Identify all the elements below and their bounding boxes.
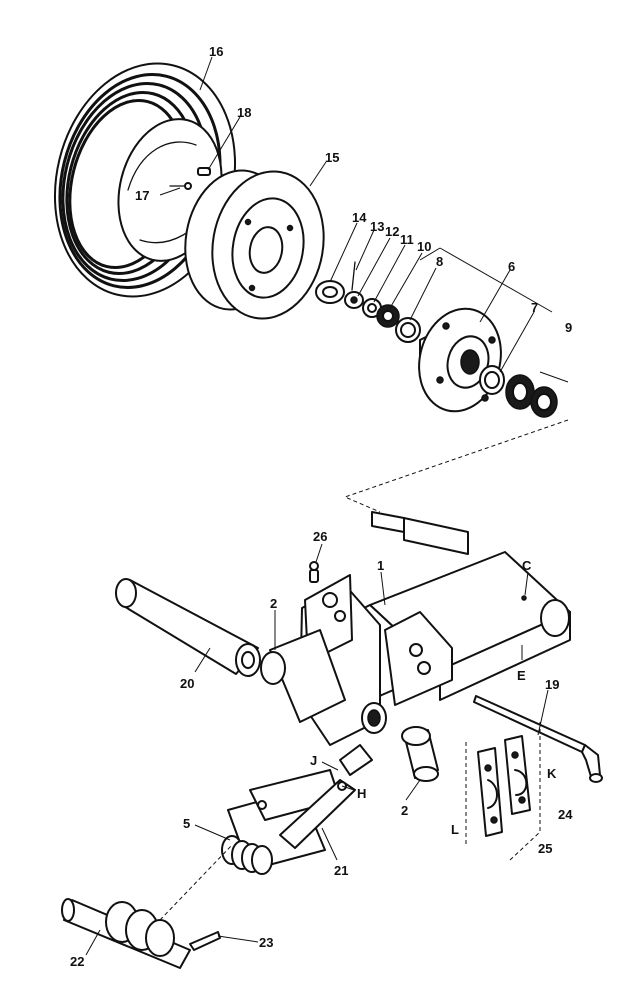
callout-26: 26 [313, 529, 327, 544]
callout-17: 17 [135, 188, 149, 203]
callout-K: K [547, 766, 557, 781]
washer-12 [344, 291, 364, 309]
callout-10: 10 [417, 239, 431, 254]
callout-H: H [357, 786, 366, 801]
callout-C: C [522, 558, 532, 573]
strap-25 [477, 747, 503, 837]
callout-14: 14 [352, 210, 367, 225]
castle-nut [315, 280, 345, 304]
grease-fitting [309, 561, 319, 583]
bearing-10 [376, 304, 400, 328]
callout-19: 19 [545, 677, 559, 692]
pivot-tube [260, 629, 387, 734]
cotter-pin-small [351, 261, 356, 291]
callout-21: 21 [334, 863, 348, 878]
spring [221, 835, 273, 875]
bushing-right [401, 726, 439, 782]
callout-J: J [310, 753, 317, 768]
leader-lines [85, 56, 549, 956]
race-7 [479, 365, 505, 395]
callout-22: 22 [70, 954, 84, 969]
callout-2-left: 2 [270, 596, 277, 611]
callout-16: 16 [209, 44, 223, 59]
latch-rod [61, 898, 191, 969]
hitch-pin [473, 695, 603, 783]
callout-5: 5 [183, 816, 190, 831]
callout-2-right: 2 [401, 803, 408, 818]
valve-stem [169, 167, 211, 190]
callout-23: 23 [259, 935, 273, 950]
callout-24: 24 [558, 807, 573, 822]
callout-labels: 16 18 15 17 14 13 12 11 10 8 6 7 9 26 1 … [70, 44, 573, 969]
callout-12: 12 [385, 224, 399, 239]
callout-9: 9 [565, 320, 572, 335]
callout-15: 15 [325, 150, 339, 165]
callout-18: 18 [237, 105, 251, 120]
callout-13: 13 [370, 219, 384, 234]
callout-L: L [451, 822, 459, 837]
callout-8: 8 [436, 254, 443, 269]
bearing-seal-9 [505, 374, 558, 418]
strap-dashed-box [465, 722, 541, 861]
cotter-pin [189, 931, 221, 951]
strap-24 [504, 735, 531, 815]
wheel-hub [418, 307, 502, 413]
race-8 [395, 317, 421, 343]
pipe-20 [115, 578, 261, 677]
callout-6: 6 [508, 259, 515, 274]
callout-20: 20 [180, 676, 194, 691]
callout-E: E [517, 668, 526, 683]
callout-25: 25 [538, 841, 552, 856]
spindle [371, 511, 469, 555]
wheel-rim [184, 169, 325, 320]
callout-7: 7 [531, 300, 538, 315]
callout-11: 11 [400, 232, 414, 247]
callout-1: 1 [377, 558, 384, 573]
